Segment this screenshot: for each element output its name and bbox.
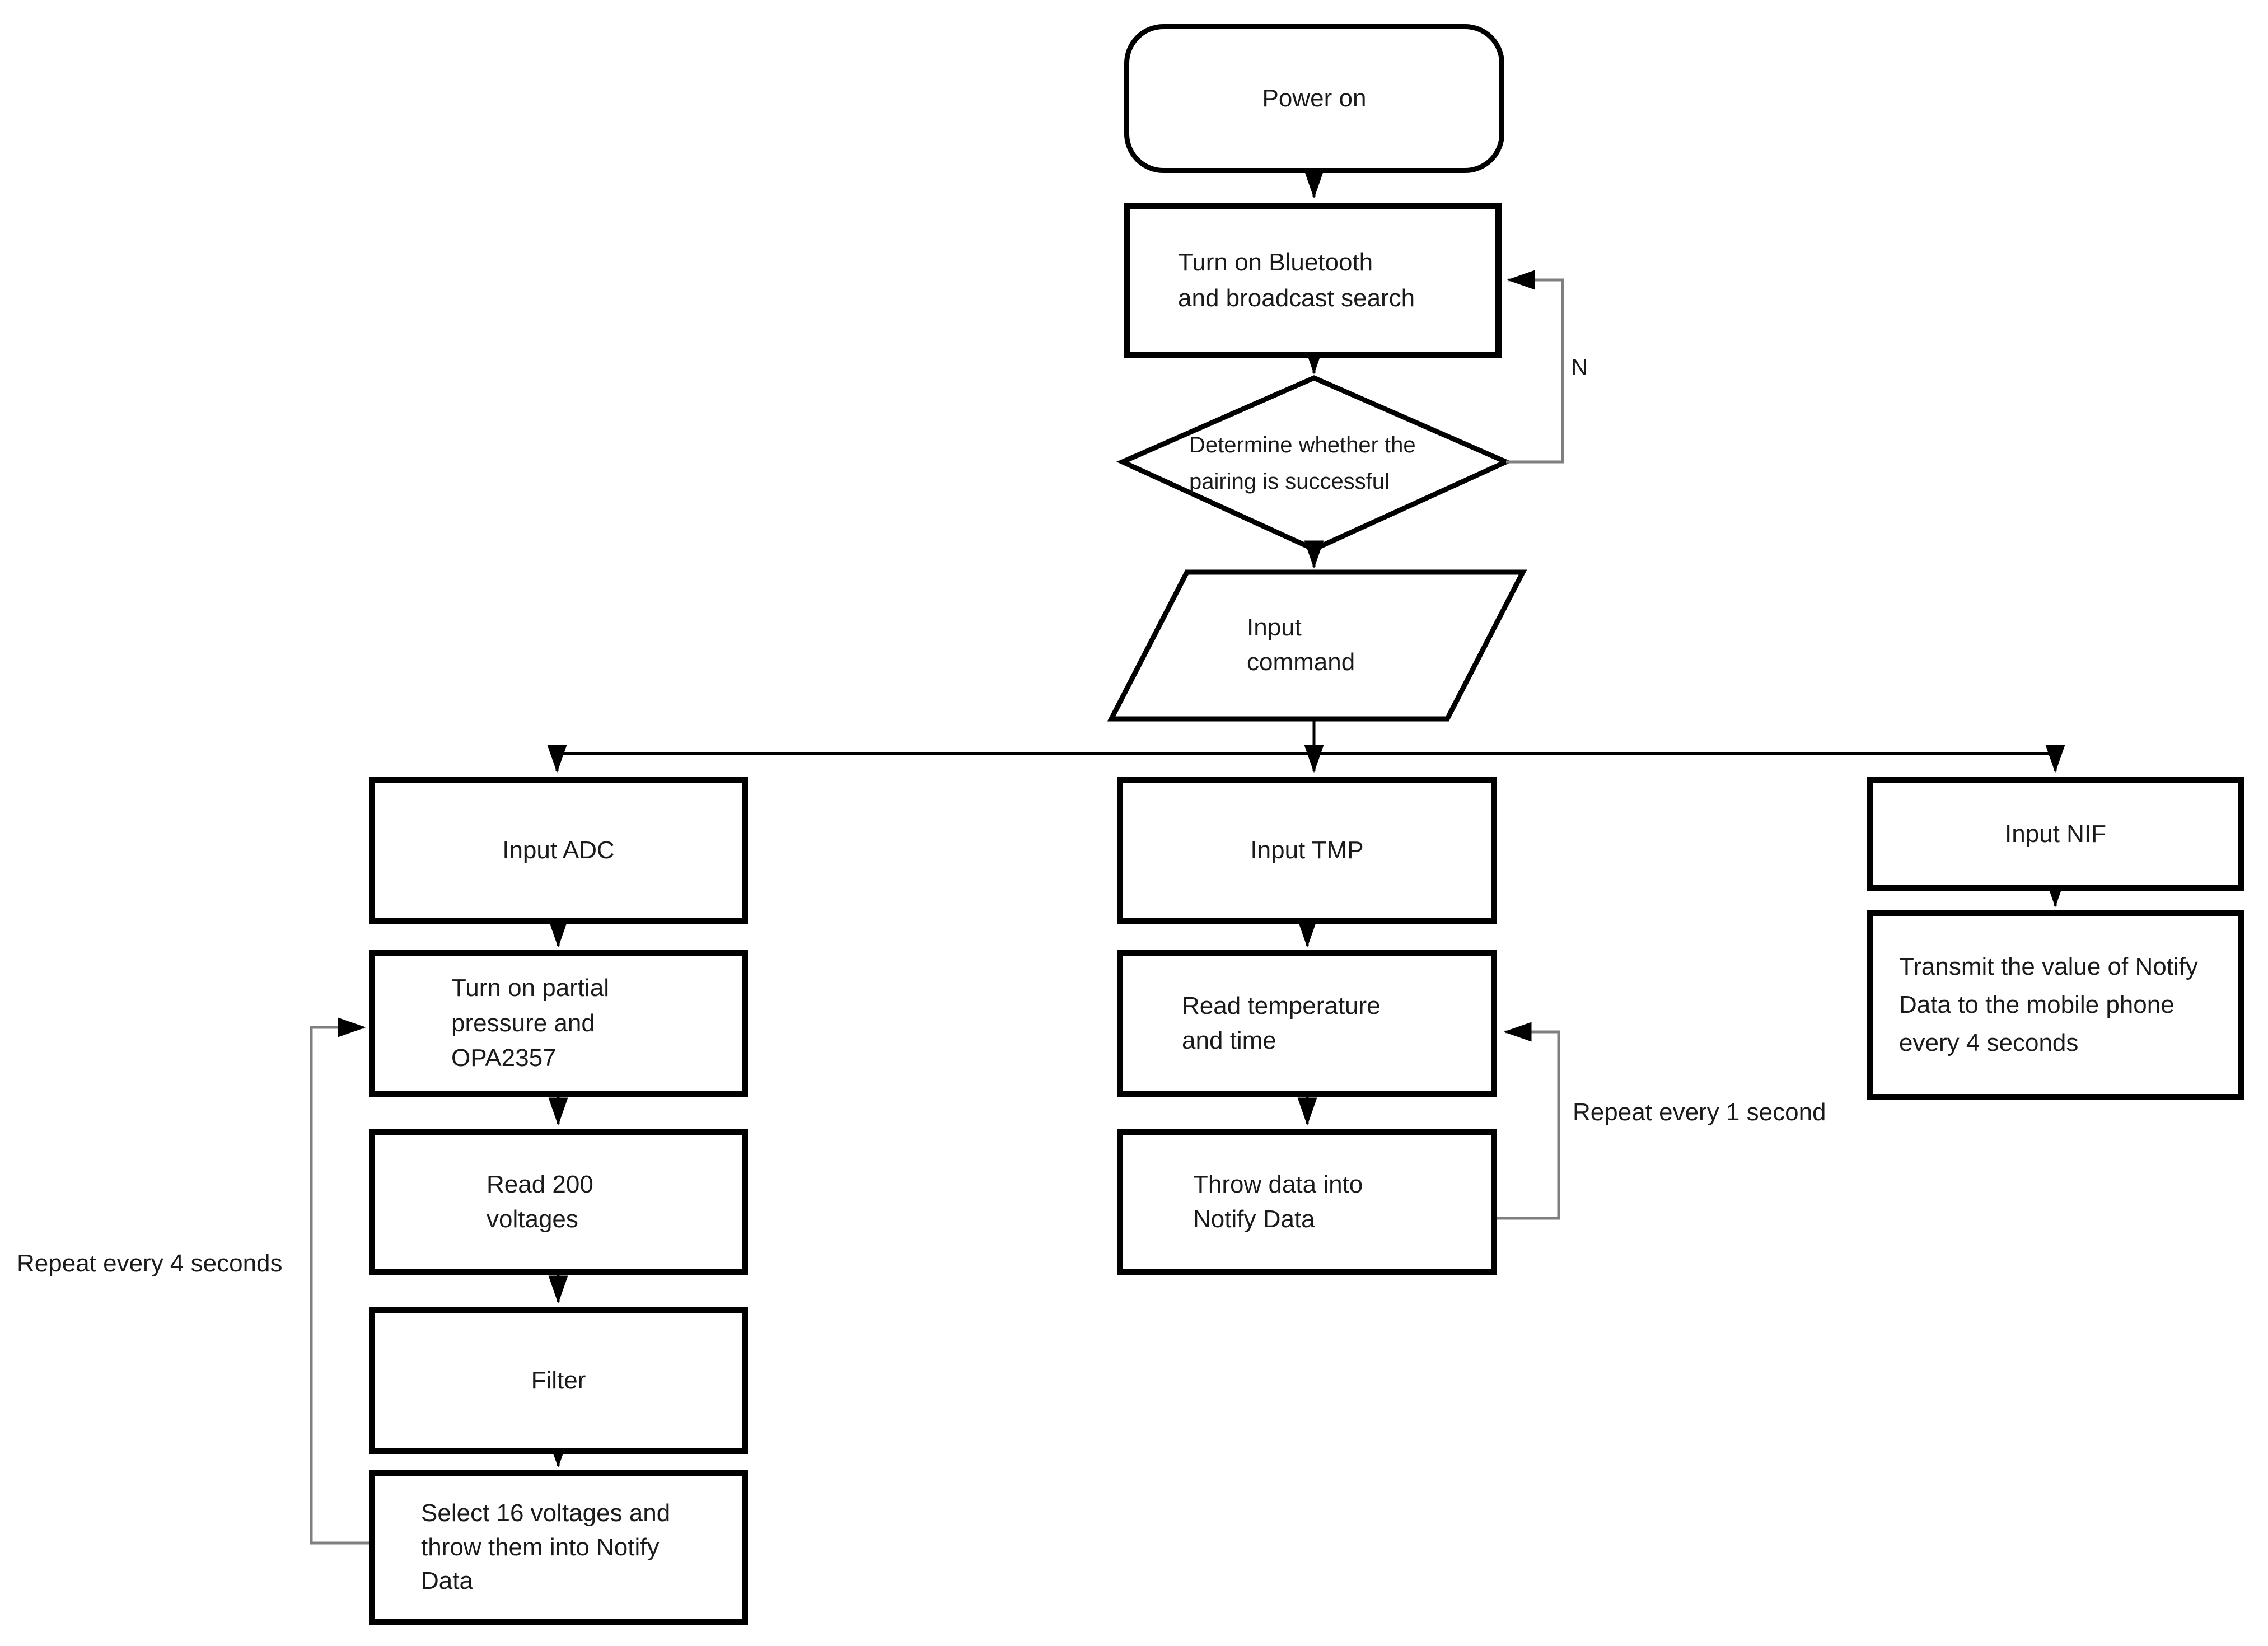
edge-label-n: N: [1571, 354, 1588, 380]
loop-repeat-4s: [310, 1017, 369, 1545]
node-pairing-decision-label: Determine whether the pairing is success…: [1189, 433, 1416, 494]
node-power-on: Power on: [1124, 24, 1504, 173]
input-command-parallelogram: [1107, 569, 1527, 722]
node-throw-data: Throw data into Notify Data: [1117, 1129, 1497, 1275]
node-transmit: Transmit the value of Notify Data to the…: [1867, 910, 2244, 1100]
loop-repeat-1s: [1497, 1022, 1560, 1220]
edge-label-repeat-1s: Repeat every 1 second: [1573, 1098, 1826, 1126]
node-turn-on-bluetooth: Turn on Bluetooth and broadcast search: [1124, 203, 1502, 358]
loop-pairing-no: [1506, 270, 1564, 464]
node-input-tmp: Input TMP: [1117, 777, 1497, 924]
node-input-adc: Input ADC: [369, 777, 748, 924]
node-read-temperature: Read temperature and time: [1117, 950, 1497, 1097]
edge-label-repeat-4s: Repeat every 4 seconds: [17, 1250, 283, 1277]
node-read-200-voltages: Read 200 voltages: [369, 1129, 748, 1275]
node-select-16-voltages: Select 16 voltages and throw them into N…: [369, 1470, 748, 1625]
node-filter: Filter: [369, 1307, 748, 1454]
node-partial-pressure: Turn on partial pressure and OPA2357: [369, 950, 748, 1097]
node-input-command-label: Input command: [1247, 614, 1355, 676]
node-input-nif: Input NIF: [1867, 777, 2244, 891]
